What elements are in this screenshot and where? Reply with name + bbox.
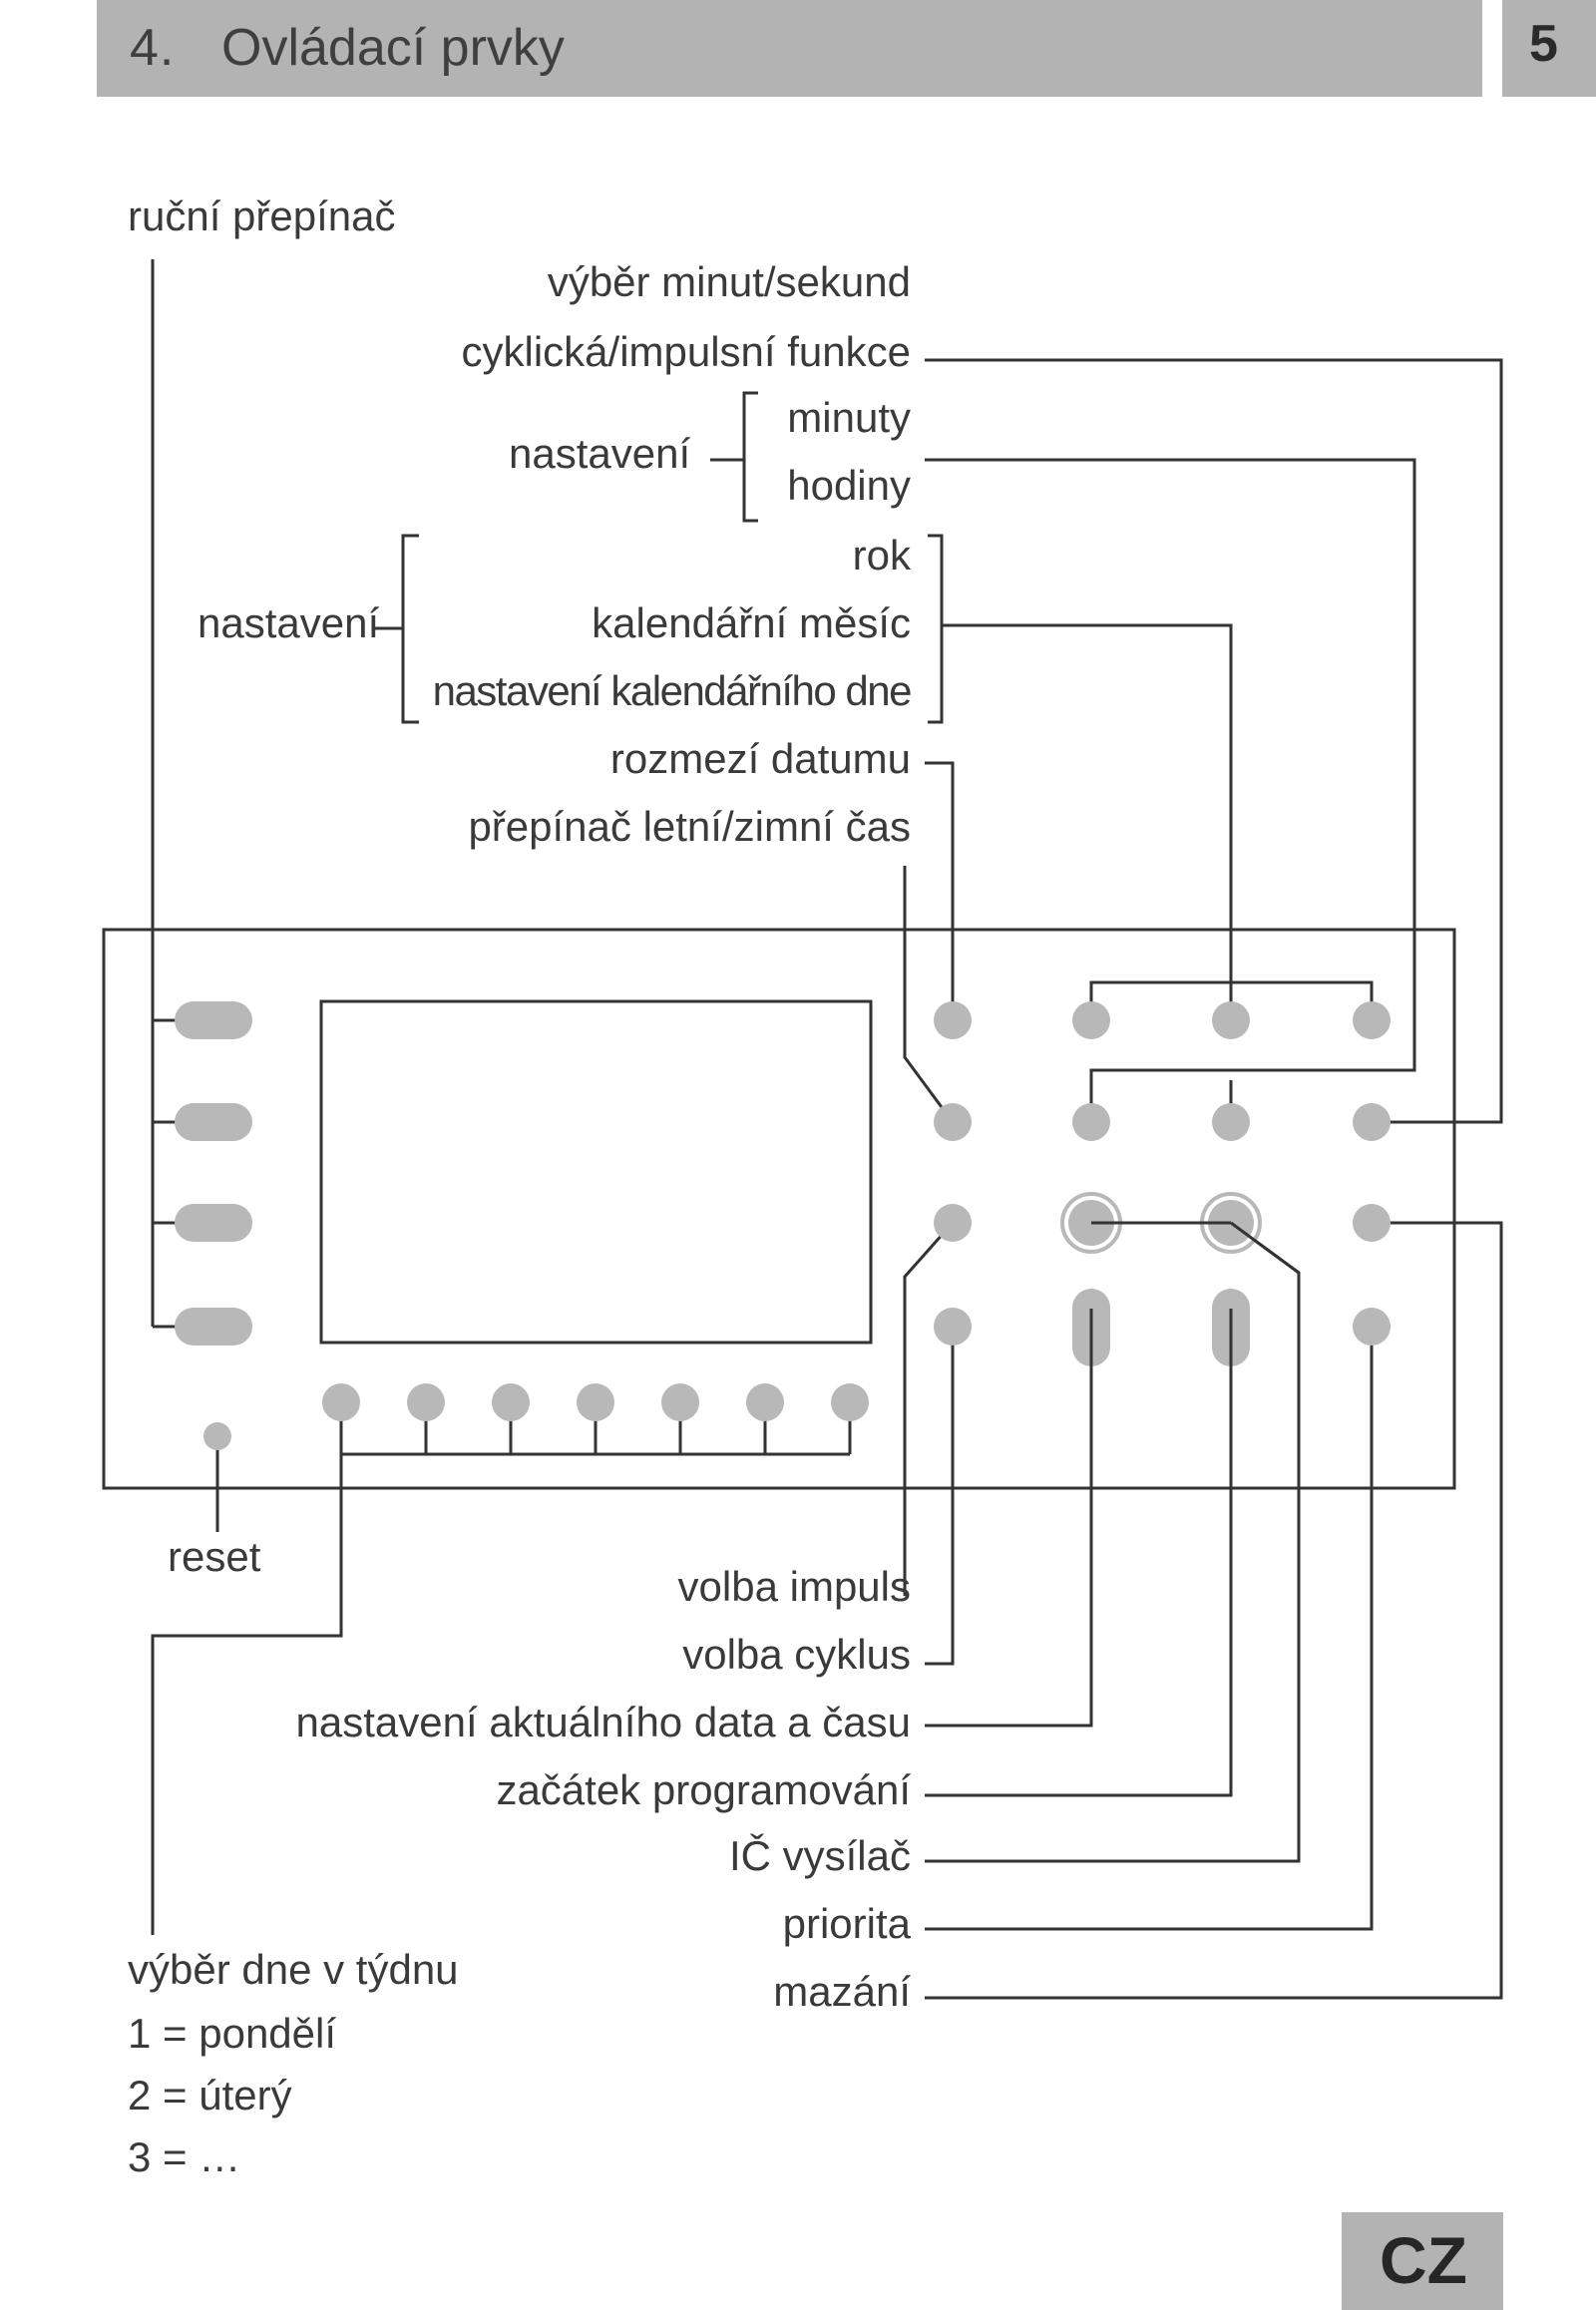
label-setting-time: nastavení <box>509 430 691 477</box>
label-priority: priorita <box>782 1900 911 1947</box>
label-date-range: rozmezí datumu <box>609 735 911 782</box>
display-screen <box>319 999 873 1345</box>
page-number-tab <box>1502 0 1596 97</box>
label-minutes: minuty <box>787 394 911 441</box>
label-month: kalendářní měsíc <box>592 599 911 646</box>
label-dst-switch: přepínač letní/zimní čas <box>468 803 911 850</box>
manual-switch-4 <box>175 1308 252 1346</box>
manual-switch-3 <box>175 1204 252 1242</box>
page-number: 5 <box>1529 15 1558 73</box>
device-outline <box>102 928 1456 1490</box>
label-reset: reset <box>168 1533 261 1580</box>
label-weekday-2: 2 = úterý <box>128 2072 292 2118</box>
label-cyclic-pulse: cyklická/impulsní funkce <box>461 328 912 375</box>
label-weekday-3: 3 = … <box>128 2133 241 2180</box>
section-number: 4. <box>130 19 176 77</box>
section-title: Ovládací prvky <box>221 19 565 77</box>
label-min-sec-select: výběr minut/sekund <box>547 258 911 305</box>
label-manual-switch: ruční přepínač <box>128 192 396 239</box>
label-year: rok <box>852 532 911 578</box>
label-day-setting: nastavení kalendářního dne <box>432 667 913 714</box>
label-hours: hodiny <box>787 462 911 509</box>
label-cycle-select: volba cyklus <box>682 1631 911 1678</box>
label-pulse-select: volba impuls <box>677 1563 911 1610</box>
label-setting-date: nastavení <box>198 599 380 646</box>
manual-switch-2 <box>175 1103 252 1141</box>
label-delete: mazání <box>773 1968 911 2015</box>
label-set-datetime: nastavení aktuálního data a času <box>295 1699 911 1745</box>
manual-switch-1 <box>175 1001 252 1039</box>
language-code: CZ <box>1380 2223 1467 2297</box>
header-bar <box>97 0 1482 97</box>
label-weekday-select: výběr dne v týdnu <box>128 1946 459 1993</box>
label-weekday-1: 1 = pondělí <box>128 2010 337 2057</box>
reset-button <box>203 1422 231 1450</box>
language-tab <box>1342 2212 1503 2310</box>
label-ir-transmitter: IČ vysílač <box>728 1832 911 1879</box>
label-program-start: začátek programování <box>496 1766 911 1813</box>
